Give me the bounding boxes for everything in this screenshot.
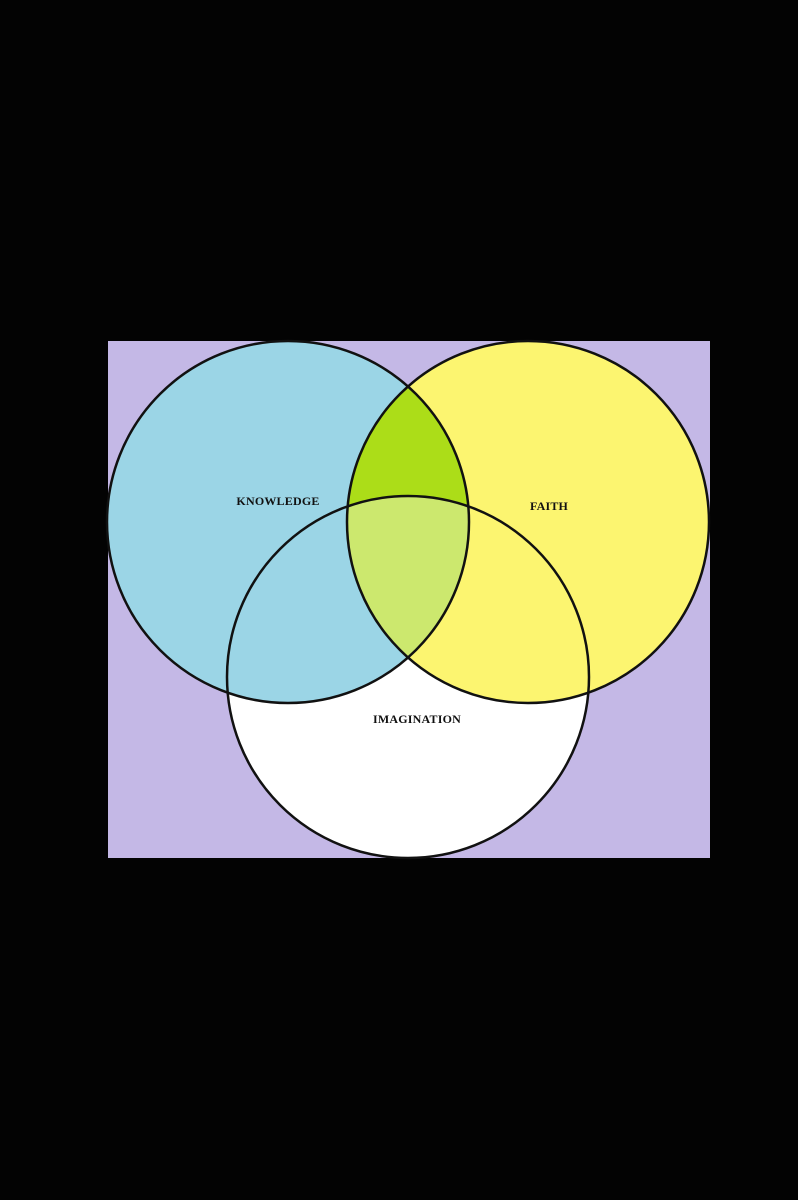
faith-circle-outline	[345, 339, 711, 705]
knowledge-label: KNOWLEDGE	[236, 494, 319, 508]
imagination-label: IMAGINATION	[373, 712, 461, 726]
faith-label: FAITH	[530, 499, 569, 513]
knowledge-circle-outline	[105, 339, 471, 705]
imagination-circle-outline	[225, 494, 591, 860]
